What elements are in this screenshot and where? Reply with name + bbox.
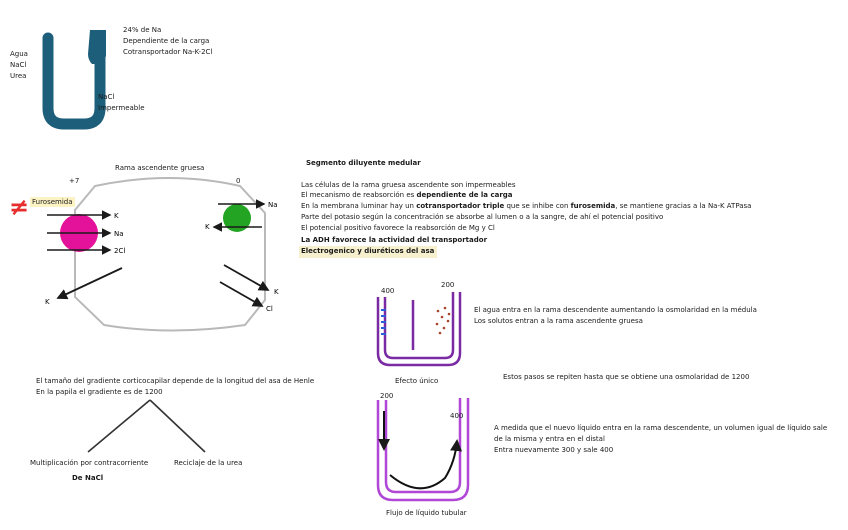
gradient-right-branch: Reciclaje de la urea <box>174 458 242 468</box>
tubular-flow-desc-1: A medida que el nuevo líquido entra en l… <box>494 423 827 433</box>
tubular-flow-desc-3: Entra nuevamente 300 y sale 400 <box>494 445 613 455</box>
gradient-left-branch: Multiplicación por contracorriente <box>30 458 148 468</box>
right-potential: 0 <box>236 176 240 186</box>
notes-line-3-a: En la membrana luminar hay un <box>301 202 416 210</box>
tubular-flow-desc-2: de la misma y entra en el distal <box>494 434 605 444</box>
ion-na-2: Na <box>268 201 278 209</box>
loop-left-label-2: NaCl <box>10 60 26 70</box>
notes-line-1: Las células de la rama gruesa ascendente… <box>301 180 515 190</box>
single-effect-desc-1: El agua entra en la rama descendente aum… <box>474 305 757 315</box>
ion-k-1: K <box>114 212 119 220</box>
gradient-left-branch-sub: De NaCl <box>72 473 103 483</box>
notes-line-3-e: , se mantiene gracias a la Na-K ATPasa <box>615 202 751 210</box>
single-effect-caption: Efecto único <box>395 376 438 386</box>
single-effect-right-value: 200 <box>441 280 454 290</box>
k-left-arrow <box>58 268 122 298</box>
ion-k-left: K <box>45 298 50 306</box>
repeat-note: Estos pasos se repiten hasta que se obti… <box>503 372 749 382</box>
notes-line-5: El potencial positivo favorece la reabso… <box>301 223 495 233</box>
loop-right-label-3: Cotransportador Na-K-2Cl <box>123 47 212 57</box>
loop-bottom-label-2: Impermeable <box>98 103 145 113</box>
loop-left-label-1: Agua <box>10 49 28 59</box>
notes-line-2-b: dependiente de la carga <box>417 191 513 199</box>
notes-line-7: Electrogenico y diuréticos del asa <box>299 246 437 258</box>
cl-right-arrow <box>220 282 262 306</box>
notes-line-3: En la membrana luminar hay un cotranspor… <box>301 201 751 211</box>
ion-na-1: Na <box>114 230 124 238</box>
tubular-flow-right-value: 400 <box>450 411 463 421</box>
loop-right-label-2: Dependiente de la carga <box>123 36 209 46</box>
notes-line-3-c: que se inhibe con <box>504 202 570 210</box>
solute-dots <box>436 307 451 335</box>
left-potential: +7 <box>69 176 79 186</box>
curve-flow-arrow <box>390 441 457 488</box>
loop-bottom-label-1: NaCl <box>98 92 114 102</box>
cell-membrane <box>75 178 265 331</box>
single-effect-left-value: 400 <box>381 286 394 296</box>
single-effect-loop <box>378 292 460 365</box>
k-right-arrow <box>224 265 268 290</box>
notes-line-4: Parte del potasio según la concentración… <box>301 212 663 222</box>
tubular-flow-left-value: 200 <box>380 391 393 401</box>
gradient-line-1: El tamaño del gradiente corticocapilar d… <box>36 376 314 386</box>
notes-line-3-d: furosemida <box>571 202 616 210</box>
ion-k-right: K <box>274 288 279 296</box>
single-effect-desc-2: Los solutos entran a la rama ascendente … <box>474 316 643 326</box>
notes-line-2-a: El mecanismo de reabsorción es <box>301 191 417 199</box>
gradient-tree-lines <box>88 400 205 452</box>
ion-2cl: 2Cl <box>114 247 125 255</box>
cell-title: Rama ascendente gruesa <box>115 163 204 173</box>
notes-line-3-b: cotransportador triple <box>416 202 504 210</box>
notes-heading: Segmento diluyente medular <box>306 158 421 168</box>
tubular-flow-caption: Flujo de líquido tubular <box>386 508 467 518</box>
loop-right-label-1: 24% de Na <box>123 25 161 35</box>
notes-line-6: La ADH favorece la actividad del transpo… <box>301 235 487 245</box>
gradient-line-2: En la papila el gradiente es de 1200 <box>36 387 163 397</box>
furosemide-label: Furosemida <box>30 197 75 207</box>
not-equal-icon: ≠ <box>9 193 29 221</box>
notes-line-2: El mecanismo de reabsorción es dependien… <box>301 190 513 200</box>
loop-left-label-3: Urea <box>10 71 26 81</box>
ion-cl-right: Cl <box>266 305 273 313</box>
ion-k-2: K <box>205 223 210 231</box>
